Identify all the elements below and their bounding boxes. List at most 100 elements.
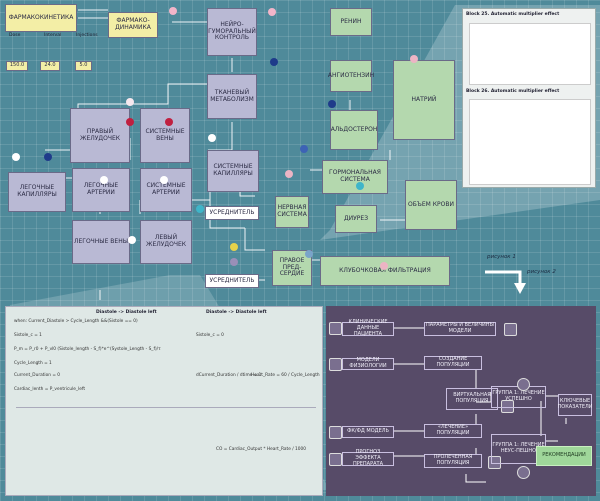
injections-value-text: 5.0 (79, 62, 88, 69)
glomerular-filtration-block[interactable]: КЛУБОЧКОВАЯ ФИЛЬТРАЦИЯ (320, 256, 450, 286)
angiotensin-label: АНГИОТЕНЗИН (327, 71, 375, 79)
recommendations-label: РЕКОМЕНДАЦИИ (542, 452, 586, 459)
forecast-icon (329, 453, 342, 466)
right-atrium-block[interactable]: ПРАВОЕ ПРЕД-СЕРДИЕ (272, 250, 312, 286)
nervous-system-block[interactable]: НЕРВНАЯ СИСТЕМА (275, 196, 309, 228)
indicator-dot (44, 153, 52, 161)
create-population-label: СОЗДАНИЕ ПОПУЛЯЦИИ (436, 356, 470, 368)
legend-block1-title: Block 25. Automatic multiplier effect (466, 12, 560, 17)
eq-header-left: Diastole -> Diastole left (96, 310, 157, 315)
recommendations-box[interactable]: РЕКОМЕНДАЦИИ (536, 446, 592, 466)
interval-value-text: 24.0 (44, 62, 56, 69)
flowchart-arrows (394, 327, 567, 483)
figure-1-label: рисунок 1 (487, 254, 516, 260)
equation-panel: Diastole -> Diastole left Diastole -> Di… (5, 306, 323, 496)
eq-line-2: Sistole_c = 0 (196, 333, 224, 338)
legend-block2-title: Block 26. Automatic multiplier effect (466, 89, 560, 94)
indicator-dot (268, 8, 276, 16)
pharmacodynamics-title: ФАРМАКО-ДИНАМИКА (115, 17, 151, 31)
indicator-dot (165, 118, 173, 126)
physiology-box[interactable]: МОДЕЛИ ФИЗИОЛОГИИ (342, 357, 394, 370)
systemic-veins-block[interactable]: СИСТЕМНЫЕ ВЕНЫ (140, 108, 190, 163)
indicator-dot (230, 258, 238, 266)
indicator-dot (230, 243, 238, 251)
indicator-dot (305, 250, 313, 258)
hormonal-label: ГОРМОНАЛЬНАЯ СИСТЕМА (329, 169, 381, 183)
param-dose-label: Dose (9, 33, 21, 38)
pulmonary-veins-block[interactable]: ЛЕГОЧНЫЕ ВЕНЫ (72, 220, 130, 264)
indicator-dot (380, 262, 388, 270)
pulmonary-arteries-label: ЛЕГОЧНЫЕ АРТЕРИИ (83, 182, 119, 196)
left-ventricle-block[interactable]: ЛЕВЫЙ ЖЕЛУДОЧЕК (140, 220, 192, 264)
param-injections-value[interactable]: 5.0 (75, 61, 92, 71)
key-indicators-box[interactable]: КЛЮЧЕВЫЕ ПОКАЗАТЕЛИ (558, 394, 593, 416)
blood-volume-label: ОБЪЕМ КРОВИ (408, 200, 454, 208)
eq-line-9: CO = Cardiac_Output * Heart_Rate / 1000 (216, 447, 306, 452)
treatment-label: «ЛЕЧЕНИЕ» ПОПУЛЯЦИИ (436, 424, 470, 436)
param-dose-value[interactable]: 150.0 (6, 61, 28, 71)
indicator-dot (12, 153, 20, 161)
eq-line-0: when: Current_Diastole > Cycle_Length &&… (14, 319, 138, 324)
pharmacokinetics-block[interactable]: ФАРМАКОКИНЕТИКА (5, 4, 77, 32)
eq-line-1: Sistole_c = 1 (14, 333, 42, 338)
right-ventricle-block[interactable]: ПРАВЫЙ ЖЕЛУДОЧЕК (70, 108, 130, 163)
create-population-box[interactable]: СОЗДАНИЕ ПОПУЛЯЦИИ (424, 356, 482, 370)
indicator-dot (196, 205, 204, 213)
averager-2-block[interactable]: УСРЕДНИТЕЛЬ (205, 274, 259, 288)
success-check-icon (517, 378, 530, 391)
aldosterone-label: АЛЬДОСТЕРОН (330, 125, 378, 133)
systemic-arteries-block[interactable]: СИСТЕМНЫЕ АРТЕРИИ (140, 168, 192, 212)
indicator-dot (300, 145, 308, 153)
eq-line-6: Cardiac_lenth = P_ventricule_left (14, 387, 86, 392)
model-params-box[interactable]: ПАРАМЕТРЫ И ВЕЛИЧИНЫ МОДЕЛИ (424, 322, 496, 336)
flowchart-panel: КЛИНИЧЕСКИЕ ДАННЫЕ ПАЦИЕНТА ПАРАМЕТРЫ И … (326, 306, 596, 496)
neuro-humoral-block[interactable]: НЕЙРО-ГУМОРАЛЬНЫЙ КОНТРОЛЬ (207, 8, 257, 56)
systemic-veins-label: СИСТЕМНЫЕ ВЕНЫ (145, 127, 185, 142)
pkpd-box[interactable]: ФК/ФД МОДЕЛЬ (342, 426, 394, 438)
hormonal-system-block[interactable]: ГОРМОНАЛЬНАЯ СИСТЕМА (322, 160, 388, 194)
patient-data-box[interactable]: КЛИНИЧЕСКИЕ ДАННЫЕ ПАЦИЕНТА (342, 319, 394, 337)
aldosterone-block[interactable]: АЛЬДОСТЕРОН (330, 110, 378, 150)
averager-1-block[interactable]: УСРЕДНИТЕЛЬ (205, 206, 259, 220)
indicator-dot (126, 118, 134, 126)
pharmacodynamics-block[interactable]: ФАРМАКО-ДИНАМИКА (108, 12, 158, 38)
pulmonary-capillaries-label: ЛЕГОЧНЫЕ КАПИЛЛЯРЫ (17, 184, 57, 198)
diuresis-label: ДИУРЕЗ (343, 214, 369, 222)
forecast-box[interactable]: ПРОГНОЗ ЭФФЕКТА ПРЕПАРАТА (342, 449, 394, 467)
systemic-capillaries-block[interactable]: СИСТЕМНЫЕ КАПИЛЛЯРЫ (207, 150, 259, 192)
indicator-dot (160, 176, 168, 184)
legend-block2-content (469, 99, 591, 185)
systemic-arteries-label: СИСТЕМНЫЕ АРТЕРИИ (146, 182, 186, 196)
nervous-label: НЕРВНАЯ СИСТЕМА (277, 204, 307, 218)
right-ventricle-label: ПРАВЫЙ ЖЕЛУДОЧЕК (80, 127, 120, 142)
indicator-dot (410, 55, 418, 63)
eq-line-5: Current_Duration = 0 (14, 373, 61, 378)
pulmonary-capillaries-block[interactable]: ЛЕГОЧНЫЕ КАПИЛЛЯРЫ (8, 172, 66, 212)
tissue-label: ТКАНЕВЫЙ МЕТАБОЛИЗМ (210, 88, 254, 103)
indicator-dot (126, 98, 134, 106)
legend-block1-content (469, 23, 591, 85)
pulmonary-arteries-block[interactable]: ЛЕГОЧНЫЕ АРТЕРИИ (72, 168, 130, 212)
virtual-population-box[interactable]: ВИРТУАЛЬНАЯ ПОПУЛЯЦИЯ (446, 388, 498, 410)
sodium-block[interactable]: НАТРИЙ (393, 60, 455, 140)
eq-line-7: dCurrent_Duration / dtime = 1 (196, 373, 262, 378)
param-interval-value[interactable]: 24.0 (40, 61, 60, 71)
treatment-box[interactable]: «ЛЕЧЕНИЕ» ПОПУЛЯЦИИ (424, 424, 482, 438)
param-interval-label: Interval (44, 33, 62, 38)
indicator-dot (328, 100, 336, 108)
treated-population-box[interactable]: ПРОЛЕЧЕННАЯ ПОПУЛЯЦИЯ (424, 454, 482, 468)
forecast-label: ПРОГНОЗ ЭФФЕКТА ПРЕПАРАТА (352, 449, 384, 467)
model-params-icon (504, 323, 517, 336)
multiplier-legend-panel: Block 25. Automatic multiplier effect Bl… (462, 8, 596, 188)
fail-cross-icon (517, 466, 530, 479)
blood-volume-block[interactable]: ОБЪЕМ КРОВИ (405, 180, 457, 230)
renin-block[interactable]: РЕНИН (330, 8, 372, 36)
tissue-metabolism-block[interactable]: ТКАНЕВЫЙ МЕТАБОЛИЗМ (207, 74, 257, 119)
systemic-capillaries-label: СИСТЕМНЫЕ КАПИЛЛЯРЫ (213, 163, 253, 177)
pulmonary-veins-label: ЛЕГОЧНЫЕ ВЕНЫ (73, 237, 128, 245)
diuresis-block[interactable]: ДИУРЕЗ (335, 205, 377, 233)
averager-1-label: УСРЕДНИТЕЛЬ (209, 208, 255, 216)
renin-label: РЕНИН (340, 17, 362, 25)
angiotensin-block[interactable]: АНГИОТЕНЗИН (327, 60, 375, 92)
